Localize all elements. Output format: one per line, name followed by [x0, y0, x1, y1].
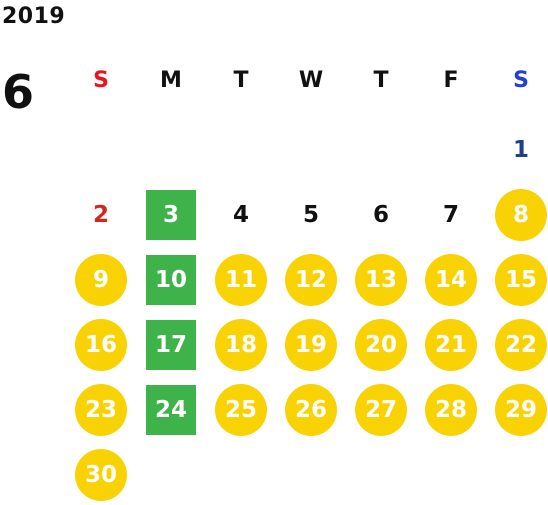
day-cell-22[interactable]: 22: [495, 319, 547, 371]
day-cell-10[interactable]: 10: [146, 255, 196, 305]
day-cell-15[interactable]: 15: [495, 254, 547, 306]
weekday-header-tuesday: T: [233, 67, 249, 93]
day-cell-28[interactable]: 28: [425, 384, 477, 436]
day-cell-7[interactable]: 7: [442, 202, 459, 228]
day-cell-12[interactable]: 12: [285, 254, 337, 306]
day-cell-26[interactable]: 26: [285, 384, 337, 436]
day-cell-23[interactable]: 23: [75, 384, 127, 436]
weekday-header-monday: M: [160, 67, 182, 93]
day-cell-3[interactable]: 3: [146, 190, 196, 240]
day-cell-5[interactable]: 5: [302, 202, 319, 228]
day-cell-11[interactable]: 11: [215, 254, 267, 306]
weekday-header-friday: F: [443, 67, 459, 93]
calendar-month: 6: [2, 65, 35, 119]
day-cell-24[interactable]: 24: [146, 385, 196, 435]
day-cell-16[interactable]: 16: [75, 319, 127, 371]
day-cell-6[interactable]: 6: [372, 202, 389, 228]
day-cell-19[interactable]: 19: [285, 319, 337, 371]
day-cell-20[interactable]: 20: [355, 319, 407, 371]
day-cell-17[interactable]: 17: [146, 320, 196, 370]
day-cell-21[interactable]: 21: [425, 319, 477, 371]
weekday-header-sunday: S: [93, 67, 109, 93]
day-cell-14[interactable]: 14: [425, 254, 477, 306]
day-cell-9[interactable]: 9: [75, 254, 127, 306]
day-cell-1[interactable]: 1: [512, 137, 529, 163]
day-cell-8[interactable]: 8: [495, 189, 547, 241]
weekday-header-thursday: T: [373, 67, 389, 93]
day-cell-18[interactable]: 18: [215, 319, 267, 371]
day-cell-27[interactable]: 27: [355, 384, 407, 436]
day-cell-30[interactable]: 30: [75, 449, 127, 501]
day-cell-25[interactable]: 25: [215, 384, 267, 436]
day-cell-13[interactable]: 13: [355, 254, 407, 306]
day-cell-4[interactable]: 4: [232, 202, 249, 228]
day-cell-29[interactable]: 29: [495, 384, 547, 436]
weekday-header-wednesday: W: [298, 67, 324, 93]
weekday-header-saturday: S: [513, 67, 529, 93]
calendar-year: 2019: [2, 4, 66, 29]
day-cell-2[interactable]: 2: [92, 202, 109, 228]
